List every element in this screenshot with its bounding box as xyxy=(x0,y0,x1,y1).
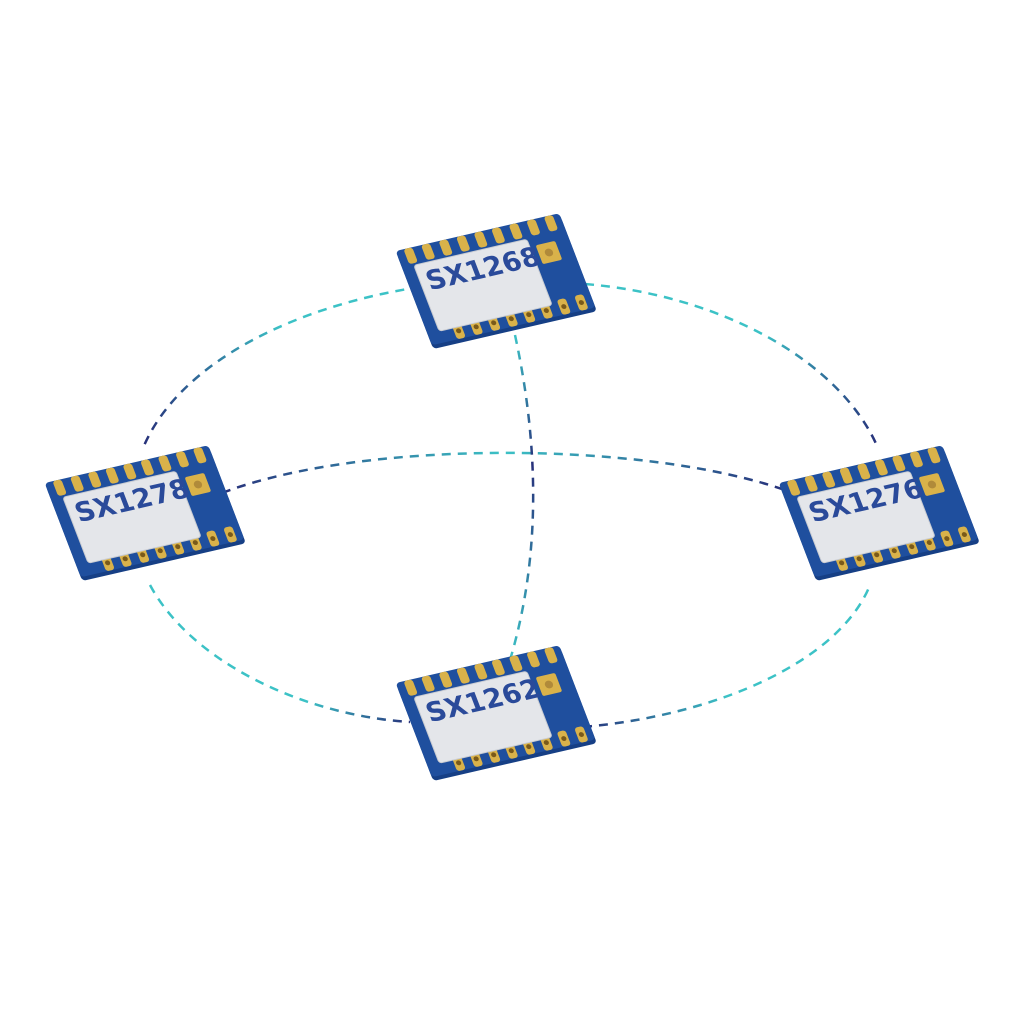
pin-pad xyxy=(105,467,119,484)
pin-pad xyxy=(527,219,540,236)
pin-pad xyxy=(421,243,435,260)
pin-pad xyxy=(456,235,470,252)
rf-shield xyxy=(63,471,201,564)
pin-pad xyxy=(123,463,137,480)
pin-pad xyxy=(474,231,488,248)
rf-shield xyxy=(414,671,552,764)
link-sx1268-sx1278 xyxy=(141,285,421,449)
pin-pad xyxy=(176,451,189,468)
pin-pad xyxy=(874,459,888,476)
pin-pad xyxy=(527,651,540,668)
lora-module-sx1278: SX1278 xyxy=(45,445,245,581)
rf-shield xyxy=(797,471,935,564)
pin-pad xyxy=(439,671,453,688)
lora-module-sx1276: SX1276 xyxy=(779,445,979,581)
lora-module-sx1262: SX1262 xyxy=(396,645,596,781)
pin-pad xyxy=(509,655,523,672)
pin-pad xyxy=(456,667,470,684)
pin-pad xyxy=(804,475,818,492)
rf-shield xyxy=(414,239,552,332)
pin-pad xyxy=(193,447,207,464)
pin-pad xyxy=(491,227,505,244)
pin-pad xyxy=(544,647,558,664)
pin-pad xyxy=(544,215,558,232)
pin-pad xyxy=(158,455,172,472)
pin-pad xyxy=(421,675,435,692)
link-sx1268-sx1276 xyxy=(584,282,880,449)
pin-pad xyxy=(927,447,941,464)
pin-pad xyxy=(439,239,453,256)
link-sx1268-sx1262 xyxy=(508,334,535,661)
pin-pad xyxy=(404,679,418,696)
pin-pad xyxy=(88,471,102,488)
pin-pad xyxy=(910,451,923,468)
pin-pad xyxy=(892,455,906,472)
pin-pad xyxy=(70,475,84,492)
pin-pad xyxy=(53,479,67,496)
pin-pad xyxy=(474,663,488,680)
link-sx1278-sx1262 xyxy=(148,584,411,724)
link-sx1278-sx1276 xyxy=(221,451,786,495)
pin-pad xyxy=(140,459,154,476)
pin-pad xyxy=(787,479,801,496)
pin-pad xyxy=(839,467,853,484)
pin-pad xyxy=(509,223,523,240)
pin-pad xyxy=(822,471,836,488)
lora-module-sx1268: SX1268 xyxy=(396,213,596,349)
link-sx1276-sx1262 xyxy=(582,584,872,729)
pin-pad xyxy=(404,247,418,264)
pin-pad xyxy=(491,659,505,676)
pin-pad xyxy=(857,463,871,480)
